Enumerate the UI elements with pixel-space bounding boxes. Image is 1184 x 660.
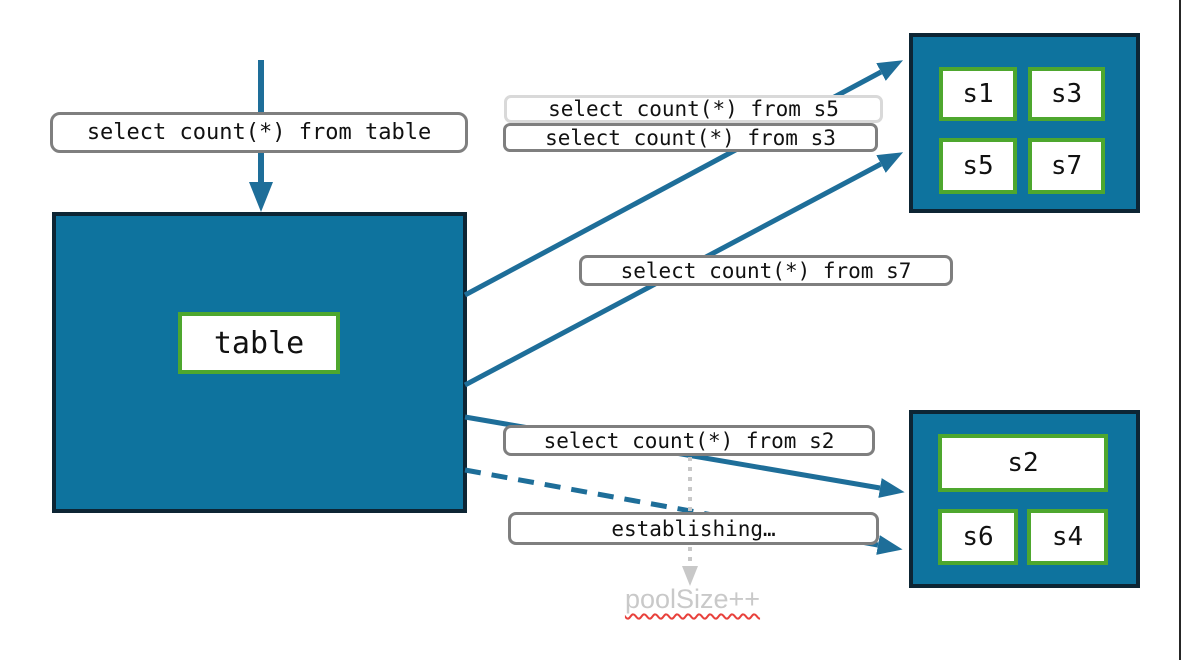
query-label-s5-text: select count(*) from s5 bbox=[548, 97, 839, 121]
query-label-table-text: select count(*) from table bbox=[86, 120, 432, 145]
shard-s1: s1 bbox=[939, 67, 1017, 121]
shard-s5: s5 bbox=[939, 138, 1017, 194]
shard-s1-label: s1 bbox=[962, 79, 994, 109]
slide-edge-line bbox=[1179, 0, 1181, 660]
shard-s5-label: s5 bbox=[962, 151, 994, 181]
query-label-table: select count(*) from table bbox=[50, 112, 468, 153]
query-label-s2-text: select count(*) from s2 bbox=[543, 428, 835, 453]
table-box-label: table bbox=[213, 325, 305, 361]
pool-size-note-text: poolSize++ bbox=[624, 584, 761, 614]
shard-s2: s2 bbox=[938, 434, 1108, 492]
table-box: table bbox=[178, 312, 340, 374]
shard-s7-label: s7 bbox=[1050, 151, 1083, 181]
query-label-s3-text: select count(*) from s3 bbox=[545, 125, 836, 150]
query-label-s7: select count(*) from s7 bbox=[579, 255, 953, 286]
query-label-s7-text: select count(*) from s7 bbox=[620, 258, 912, 283]
shard-s7: s7 bbox=[1028, 138, 1105, 194]
shard-s4-label: s4 bbox=[1051, 522, 1084, 552]
query-label-s5: select count(*) from s5 bbox=[504, 95, 883, 123]
query-label-s2: select count(*) from s2 bbox=[503, 425, 875, 456]
shard-s4: s4 bbox=[1027, 509, 1108, 565]
shard-s6: s6 bbox=[938, 509, 1018, 565]
shard-s6-label: s6 bbox=[962, 522, 994, 552]
shard-s3-label: s3 bbox=[1050, 79, 1083, 109]
shard-s3: s3 bbox=[1028, 67, 1105, 121]
query-label-s3: select count(*) from s3 bbox=[503, 123, 878, 152]
pool-size-note: poolSize++ bbox=[600, 584, 785, 615]
shard-s2-label: s2 bbox=[1007, 448, 1039, 478]
establishing-label-text: establishing… bbox=[611, 516, 776, 541]
establishing-label: establishing… bbox=[508, 512, 879, 545]
